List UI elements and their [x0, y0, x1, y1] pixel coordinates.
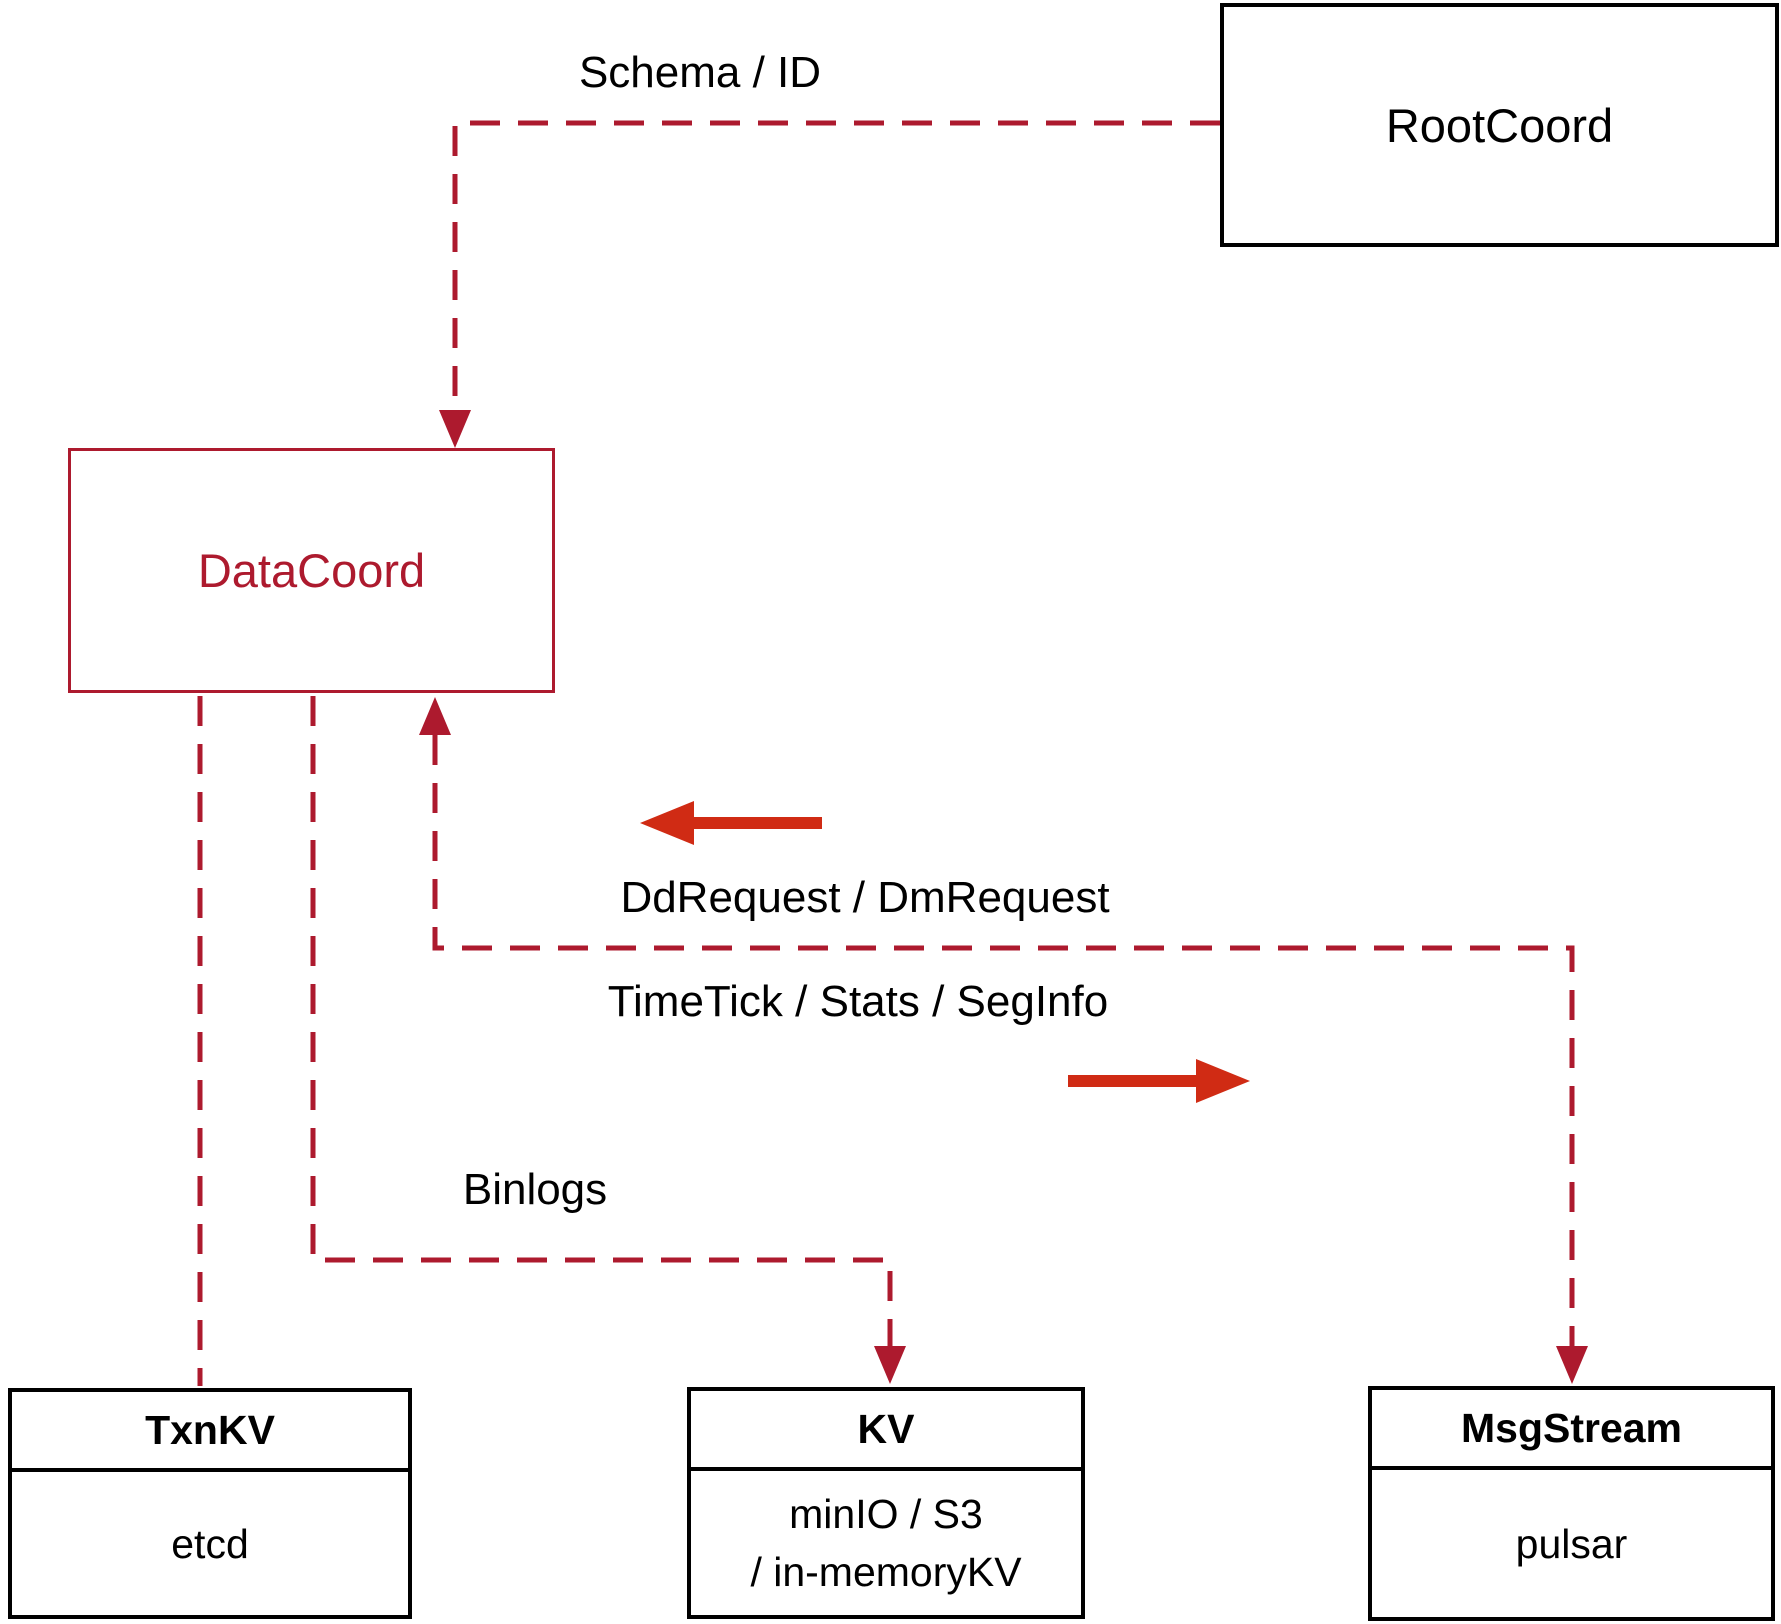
node-msgstream-body: pulsar	[1515, 1520, 1628, 1567]
node-msgstream: MsgStream pulsar	[1368, 1386, 1775, 1621]
edge-schema-id-line	[452, 120, 1220, 410]
node-txnkv: TxnKV etcd	[8, 1388, 412, 1619]
node-kv: KV minIO / S3 / in-memoryKV	[687, 1387, 1085, 1619]
node-kv-body-line1: minIO / S3	[789, 1491, 983, 1537]
left-flow-arrow-head	[640, 801, 694, 845]
node-rootcoord-label: RootCoord	[1385, 98, 1614, 152]
edge-request-bus-line	[432, 735, 1575, 1346]
node-datacoord: DataCoord	[68, 448, 555, 693]
edge-schema-id-arrowhead-down	[439, 410, 471, 448]
edge-request-bus-arrowhead-down	[1556, 1346, 1588, 1384]
node-rootcoord: RootCoord	[1220, 3, 1779, 247]
edge-label-binlogs: Binlogs	[462, 1165, 608, 1214]
right-flow-arrow-head	[1196, 1059, 1250, 1103]
node-kv-title: KV	[691, 1391, 1081, 1471]
node-msgstream-title: MsgStream	[1372, 1390, 1771, 1470]
edge-request-bus-arrowhead-up	[419, 697, 451, 735]
node-datacoord-label: DataCoord	[197, 544, 426, 597]
node-txnkv-title: TxnKV	[12, 1392, 408, 1472]
edge-label-timetick-stats-seginfo: TimeTick / Stats / SegInfo	[607, 977, 1109, 1026]
edge-label-ddrequest-dmrequest: DdRequest / DmRequest	[620, 873, 1110, 922]
edge-binlogs-arrowhead-down	[874, 1346, 906, 1384]
node-kv-body-line2: / in-memoryKV	[750, 1549, 1022, 1595]
edge-label-schema-id: Schema / ID	[578, 48, 822, 97]
node-txnkv-body: etcd	[171, 1520, 249, 1567]
